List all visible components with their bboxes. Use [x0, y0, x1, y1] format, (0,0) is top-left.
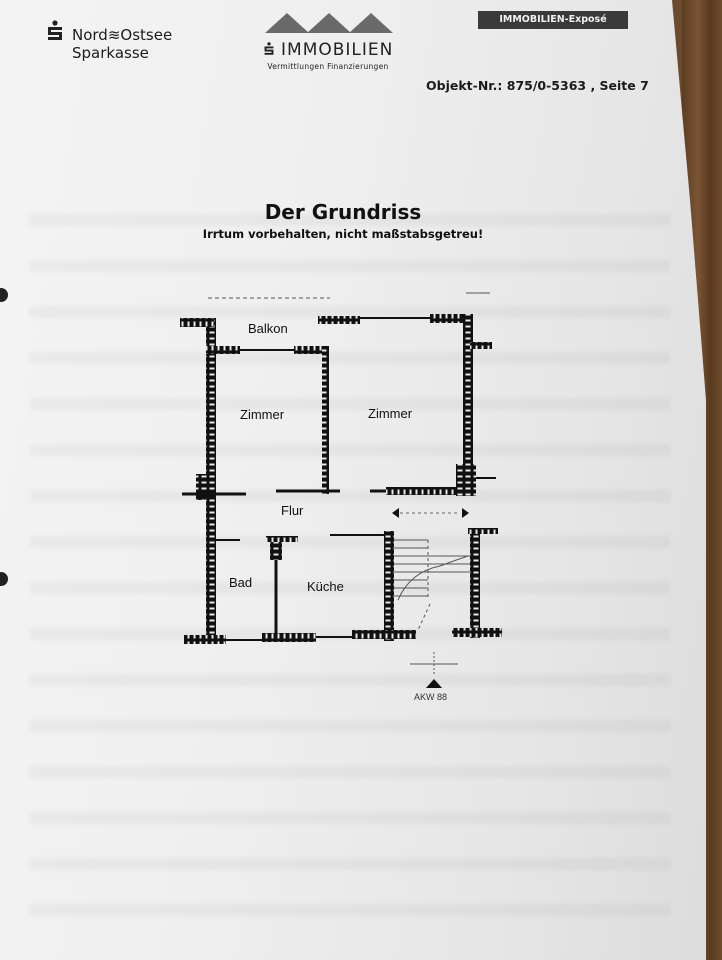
room-label-hall: Flur: [281, 503, 304, 518]
room-label-room-left: Zimmer: [240, 407, 285, 422]
roof-triangles-icon: [265, 13, 393, 33]
expose-page: [0, 0, 706, 960]
sparkasse-s-icon: [48, 20, 62, 40]
immobilien-subtitle: Vermittlungen Finanzierungen: [267, 62, 389, 71]
object-reference: Objekt-Nr.: 875/0-5363 , Seite 7: [426, 78, 649, 93]
staircase: [394, 539, 470, 631]
walls: [180, 314, 502, 644]
punch-hole: [0, 288, 8, 302]
entrance-marker-label: AKW 88: [414, 692, 447, 702]
hall-dimension-arrows: [392, 508, 469, 518]
entrance-marker: [410, 652, 458, 688]
bleed-through-text: [30, 180, 670, 920]
room-label-room-right: Zimmer: [368, 406, 413, 421]
page-title: Der Grundriss: [264, 200, 422, 224]
immobilien-logo: IMMOBILIEN Vermittlungen Finanzierungen: [258, 12, 398, 71]
bank-name-nord: Nord: [72, 26, 108, 44]
disclaimer: Irrtum vorbehalten, nicht maßstabsgetreu…: [202, 227, 484, 241]
room-label-balcony: Balkon: [248, 321, 288, 336]
bank-name-sparkasse: Sparkasse: [72, 44, 149, 62]
expose-tag: IMMOBILIEN-Exposé: [478, 11, 628, 29]
sparkasse-logo: Nord≋Ostsee Sparkasse: [46, 20, 172, 62]
punch-hole: [0, 572, 8, 586]
room-label-kitchen: Küche: [307, 579, 344, 594]
immobilien-title: IMMOBILIEN: [281, 40, 394, 60]
wave-icon: ≋: [107, 26, 121, 44]
room-label-bath: Bad: [229, 575, 252, 590]
bank-name-ostsee: Ostsee: [120, 26, 173, 44]
sparkasse-s-icon: [264, 42, 274, 55]
